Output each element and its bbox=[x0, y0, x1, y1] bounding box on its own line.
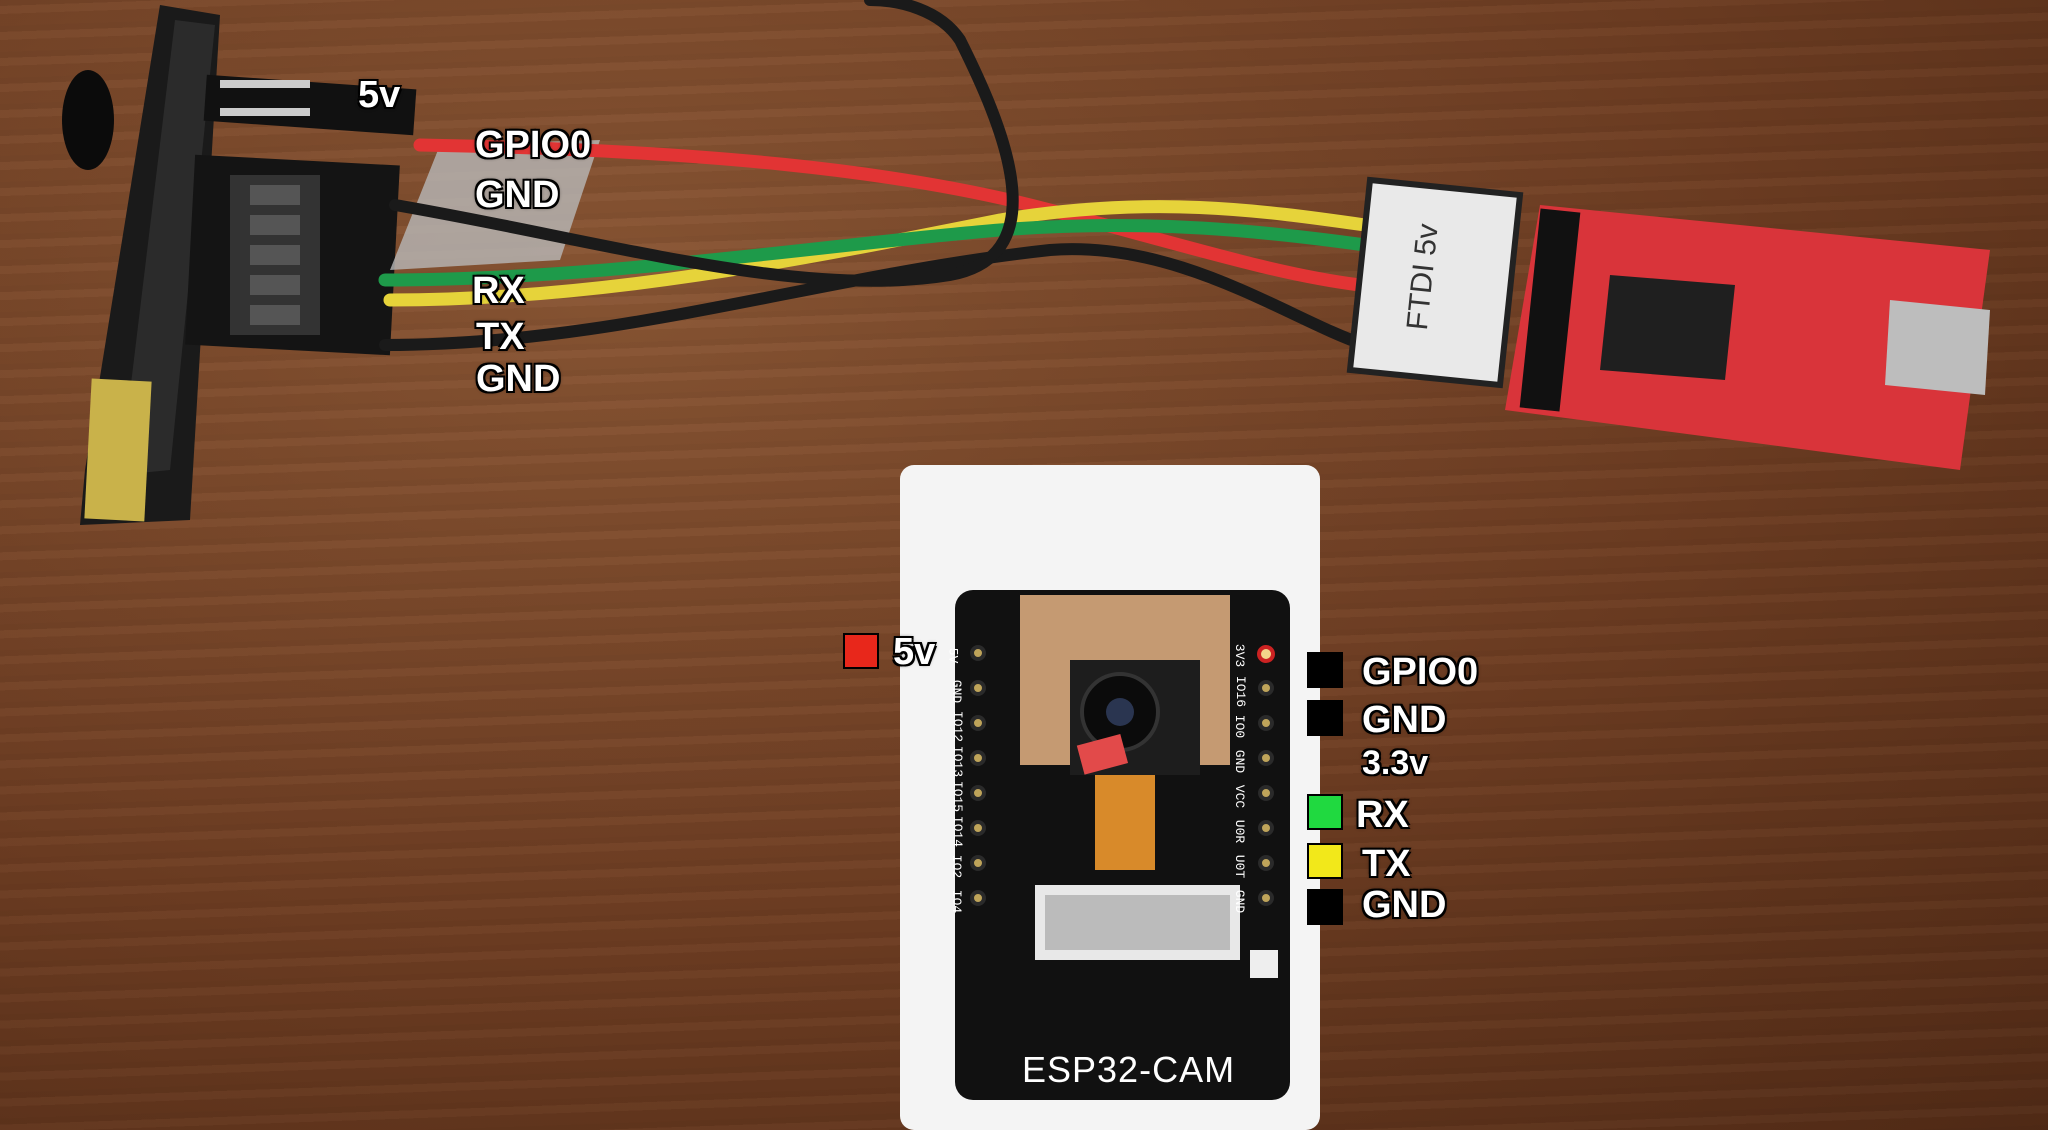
pin-dot bbox=[970, 890, 986, 906]
label-rx-top: RX bbox=[472, 270, 525, 312]
silk-io14: IO14 bbox=[950, 815, 966, 848]
pin-dot bbox=[1258, 785, 1274, 801]
swatch-tx bbox=[1307, 843, 1343, 879]
swatch-gnd-b bbox=[1307, 889, 1343, 925]
label-gnd-top-b: GND bbox=[476, 358, 561, 400]
silk-io13: IO13 bbox=[950, 745, 966, 778]
label-tx-top: TX bbox=[476, 316, 525, 358]
ftdi-board bbox=[1346, 176, 1990, 470]
silk-io16: IO16 bbox=[1233, 675, 1249, 708]
legend-gpio0: GPIO0 bbox=[1362, 651, 1479, 693]
label-gpio0-top: GPIO0 bbox=[475, 124, 592, 166]
silk-io2: IO2 bbox=[949, 854, 965, 879]
left-module bbox=[62, 5, 600, 525]
legend-5v: 5v bbox=[893, 631, 936, 673]
swatch-rx bbox=[1307, 794, 1343, 830]
silk-gnd-r2: GND bbox=[1232, 889, 1248, 914]
esp32-cam-board bbox=[955, 590, 1290, 1100]
legend-gnd-a: GND bbox=[1362, 699, 1447, 741]
pin-dot bbox=[1258, 680, 1274, 696]
pin-dot bbox=[1258, 820, 1274, 836]
swatch-5v bbox=[843, 633, 879, 669]
swatch-gnd-a bbox=[1307, 700, 1343, 736]
silk-io12: IO12 bbox=[950, 710, 966, 743]
label-5v-top: 5v bbox=[358, 74, 401, 116]
legend-rx: RX bbox=[1356, 794, 1409, 836]
silk-u0r: U0R bbox=[1232, 819, 1248, 844]
pin-dot bbox=[1258, 715, 1274, 731]
legend-gnd-b: GND bbox=[1362, 884, 1447, 926]
esp32-board-name: ESP32-CAM bbox=[1022, 1049, 1236, 1090]
pin-dot bbox=[1258, 750, 1274, 766]
pin-dot bbox=[970, 855, 986, 871]
swatch-gpio0 bbox=[1307, 652, 1343, 688]
silk-5v: 5V bbox=[945, 647, 961, 664]
legend-3v3: 3.3v bbox=[1362, 744, 1429, 782]
silk-3v3: 3V3 bbox=[1232, 643, 1248, 668]
silk-gnd: GND bbox=[949, 679, 965, 704]
pin-dot bbox=[970, 715, 986, 731]
legend-tx: TX bbox=[1362, 843, 1411, 885]
pin-dot bbox=[1257, 645, 1275, 663]
wires bbox=[378, 0, 1372, 351]
label-gnd-top-a: GND bbox=[475, 174, 560, 216]
pin-dot bbox=[970, 785, 986, 801]
pin-dot bbox=[970, 680, 986, 696]
silk-vcc: VCC bbox=[1232, 784, 1248, 809]
silk-u0t: U0T bbox=[1232, 854, 1248, 879]
pin-dot bbox=[970, 645, 986, 661]
silk-gnd-r: GND bbox=[1232, 749, 1248, 774]
silk-io0: IO0 bbox=[1232, 714, 1248, 739]
pin-dot bbox=[970, 820, 986, 836]
silk-io15: IO15 bbox=[950, 780, 966, 813]
pin-dot bbox=[970, 750, 986, 766]
pin-dot bbox=[1258, 855, 1274, 871]
pin-dot bbox=[1258, 890, 1274, 906]
silk-io4: IO4 bbox=[949, 889, 965, 914]
